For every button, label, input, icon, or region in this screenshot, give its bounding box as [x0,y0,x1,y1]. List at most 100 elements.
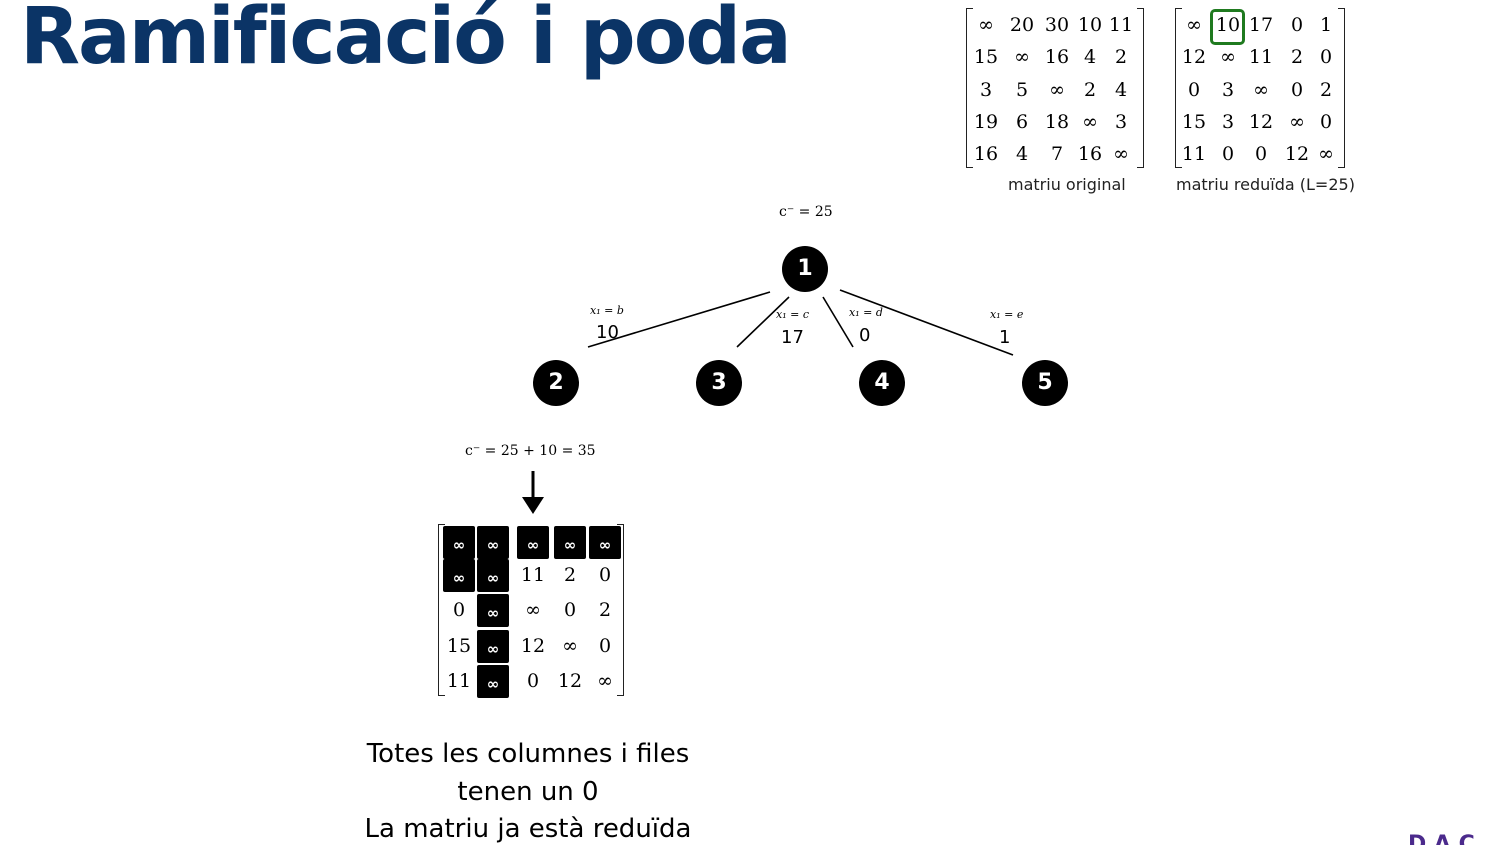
matrix-cell: 19 [973,111,999,133]
explanation-line-1: Totes les columnes i files [366,739,690,769]
matrix-cell: 4 [1083,46,1097,68]
matrix-bracket-left [438,524,445,696]
edge-value-c: 17 [781,327,804,348]
matrix-cell: 12 [1181,46,1207,68]
edge-to-node-3 [736,296,790,348]
matrix-cell: 0 [598,564,612,586]
edge-to-node-5 [839,289,1014,356]
matrix-cell: 0 [598,635,612,657]
blocked-cell: ∞ [477,526,509,559]
matrix-cell: 3 [1114,111,1128,133]
matrix-cell: 2 [563,564,577,586]
explanation-text: Totes les columnes i files tenen un 0 La… [350,736,706,849]
matrix-cell: 12 [1248,111,1274,133]
matrix-cell: 5 [1015,79,1029,101]
matrix-cell: 0 [1319,46,1333,68]
matrix-cell: 12 [1284,143,1310,165]
explanation-line-3: La matriu ja està reduïda [364,814,692,844]
matrix-cell: 0 [1254,143,1268,165]
matrix-cell: 16 [1077,143,1103,165]
matrix-cell: 15 [446,635,472,657]
matrix-cell: 4 [1114,79,1128,101]
edge-value-b: 10 [596,322,619,343]
matrix-cell: 11 [1248,46,1274,68]
matrix-cell: 0 [1319,111,1333,133]
blocked-cell: ∞ [554,526,586,559]
matrix-cell: ∞ [1253,79,1269,101]
matrix-cell: 3 [1221,111,1235,133]
matrix-cell: 11 [1108,14,1134,36]
edge-value-e: 1 [999,327,1011,348]
matrix-cell: 10 [1077,14,1103,36]
tree-node-2: 2 [533,360,579,406]
tree-node-4: 4 [859,360,905,406]
matrix-cell: 4 [1015,143,1029,165]
matrix-cell: 3 [979,79,993,101]
matrix-cell: 11 [520,564,546,586]
matrix-cell: 2 [1083,79,1097,101]
blocked-cell: ∞ [443,559,475,592]
matrix-cell: 16 [1044,46,1070,68]
highlight-box [1210,9,1245,45]
matrix-bracket-left [966,8,973,168]
matrix-cell: 15 [973,46,999,68]
matrix-cell: 30 [1044,14,1070,36]
child-cost-label: c⁻ = 25 + 10 = 35 [465,443,596,459]
matrix-cell: ∞ [597,670,613,692]
edge-label-d: x₁ = d [849,306,883,319]
matrix-cell: 3 [1221,79,1235,101]
matrix-cell: 2 [1319,79,1333,101]
matrix-cell: ∞ [1113,143,1129,165]
matrix-cell: 12 [557,670,583,692]
matrix-cell: 0 [563,599,577,621]
explanation-line-2: tenen un 0 [457,776,599,807]
matrix-cell: 0 [1187,79,1201,101]
matrix-cell: ∞ [1318,143,1334,165]
blocked-cell: ∞ [477,630,509,663]
matrix-cell: ∞ [1082,111,1098,133]
matrix-cell: ∞ [1186,14,1202,36]
original-matrix-caption: matriu original [1008,175,1126,194]
matrix-cell: 11 [446,670,472,692]
matrix-cell: 0 [452,599,466,621]
matrix-cell: 7 [1050,143,1064,165]
matrix-cell: 2 [598,599,612,621]
corner-logo-fragment: D A C [1408,832,1475,845]
matrix-cell: 10 [1215,14,1241,36]
matrix-cell: 0 [1290,79,1304,101]
matrix-cell: 15 [1181,111,1207,133]
matrix-cell: 16 [973,143,999,165]
matrix-cell: ∞ [1289,111,1305,133]
matrix-cell: 0 [1290,14,1304,36]
tree-node-1: 1 [782,246,828,292]
matrix-bracket-right [1338,8,1345,168]
blocked-cell: ∞ [477,594,509,627]
matrix-cell: 17 [1248,14,1274,36]
matrix-cell: ∞ [562,635,578,657]
matrix-cell: 0 [526,670,540,692]
edge-to-node-2 [587,291,771,348]
page-title: Ramificació i poda [20,0,792,82]
blocked-cell: ∞ [477,665,509,698]
root-cost-label: c⁻ = 25 [779,204,833,220]
matrix-cell: ∞ [1220,46,1236,68]
matrix-cell: 6 [1015,111,1029,133]
edge-label-b: x₁ = b [590,304,624,317]
edge-value-d: 0 [859,325,871,346]
matrix-cell: ∞ [525,599,541,621]
matrix-cell: 11 [1181,143,1207,165]
blocked-cell: ∞ [443,526,475,559]
matrix-cell: 2 [1114,46,1128,68]
matrix-bracket-right [1137,8,1144,168]
edge-label-c: x₁ = c [776,308,809,321]
matrix-cell: 12 [520,635,546,657]
matrix-cell: 2 [1290,46,1304,68]
arrow-head [522,497,544,514]
matrix-cell: ∞ [1014,46,1030,68]
tree-node-3: 3 [696,360,742,406]
blocked-cell: ∞ [477,559,509,592]
